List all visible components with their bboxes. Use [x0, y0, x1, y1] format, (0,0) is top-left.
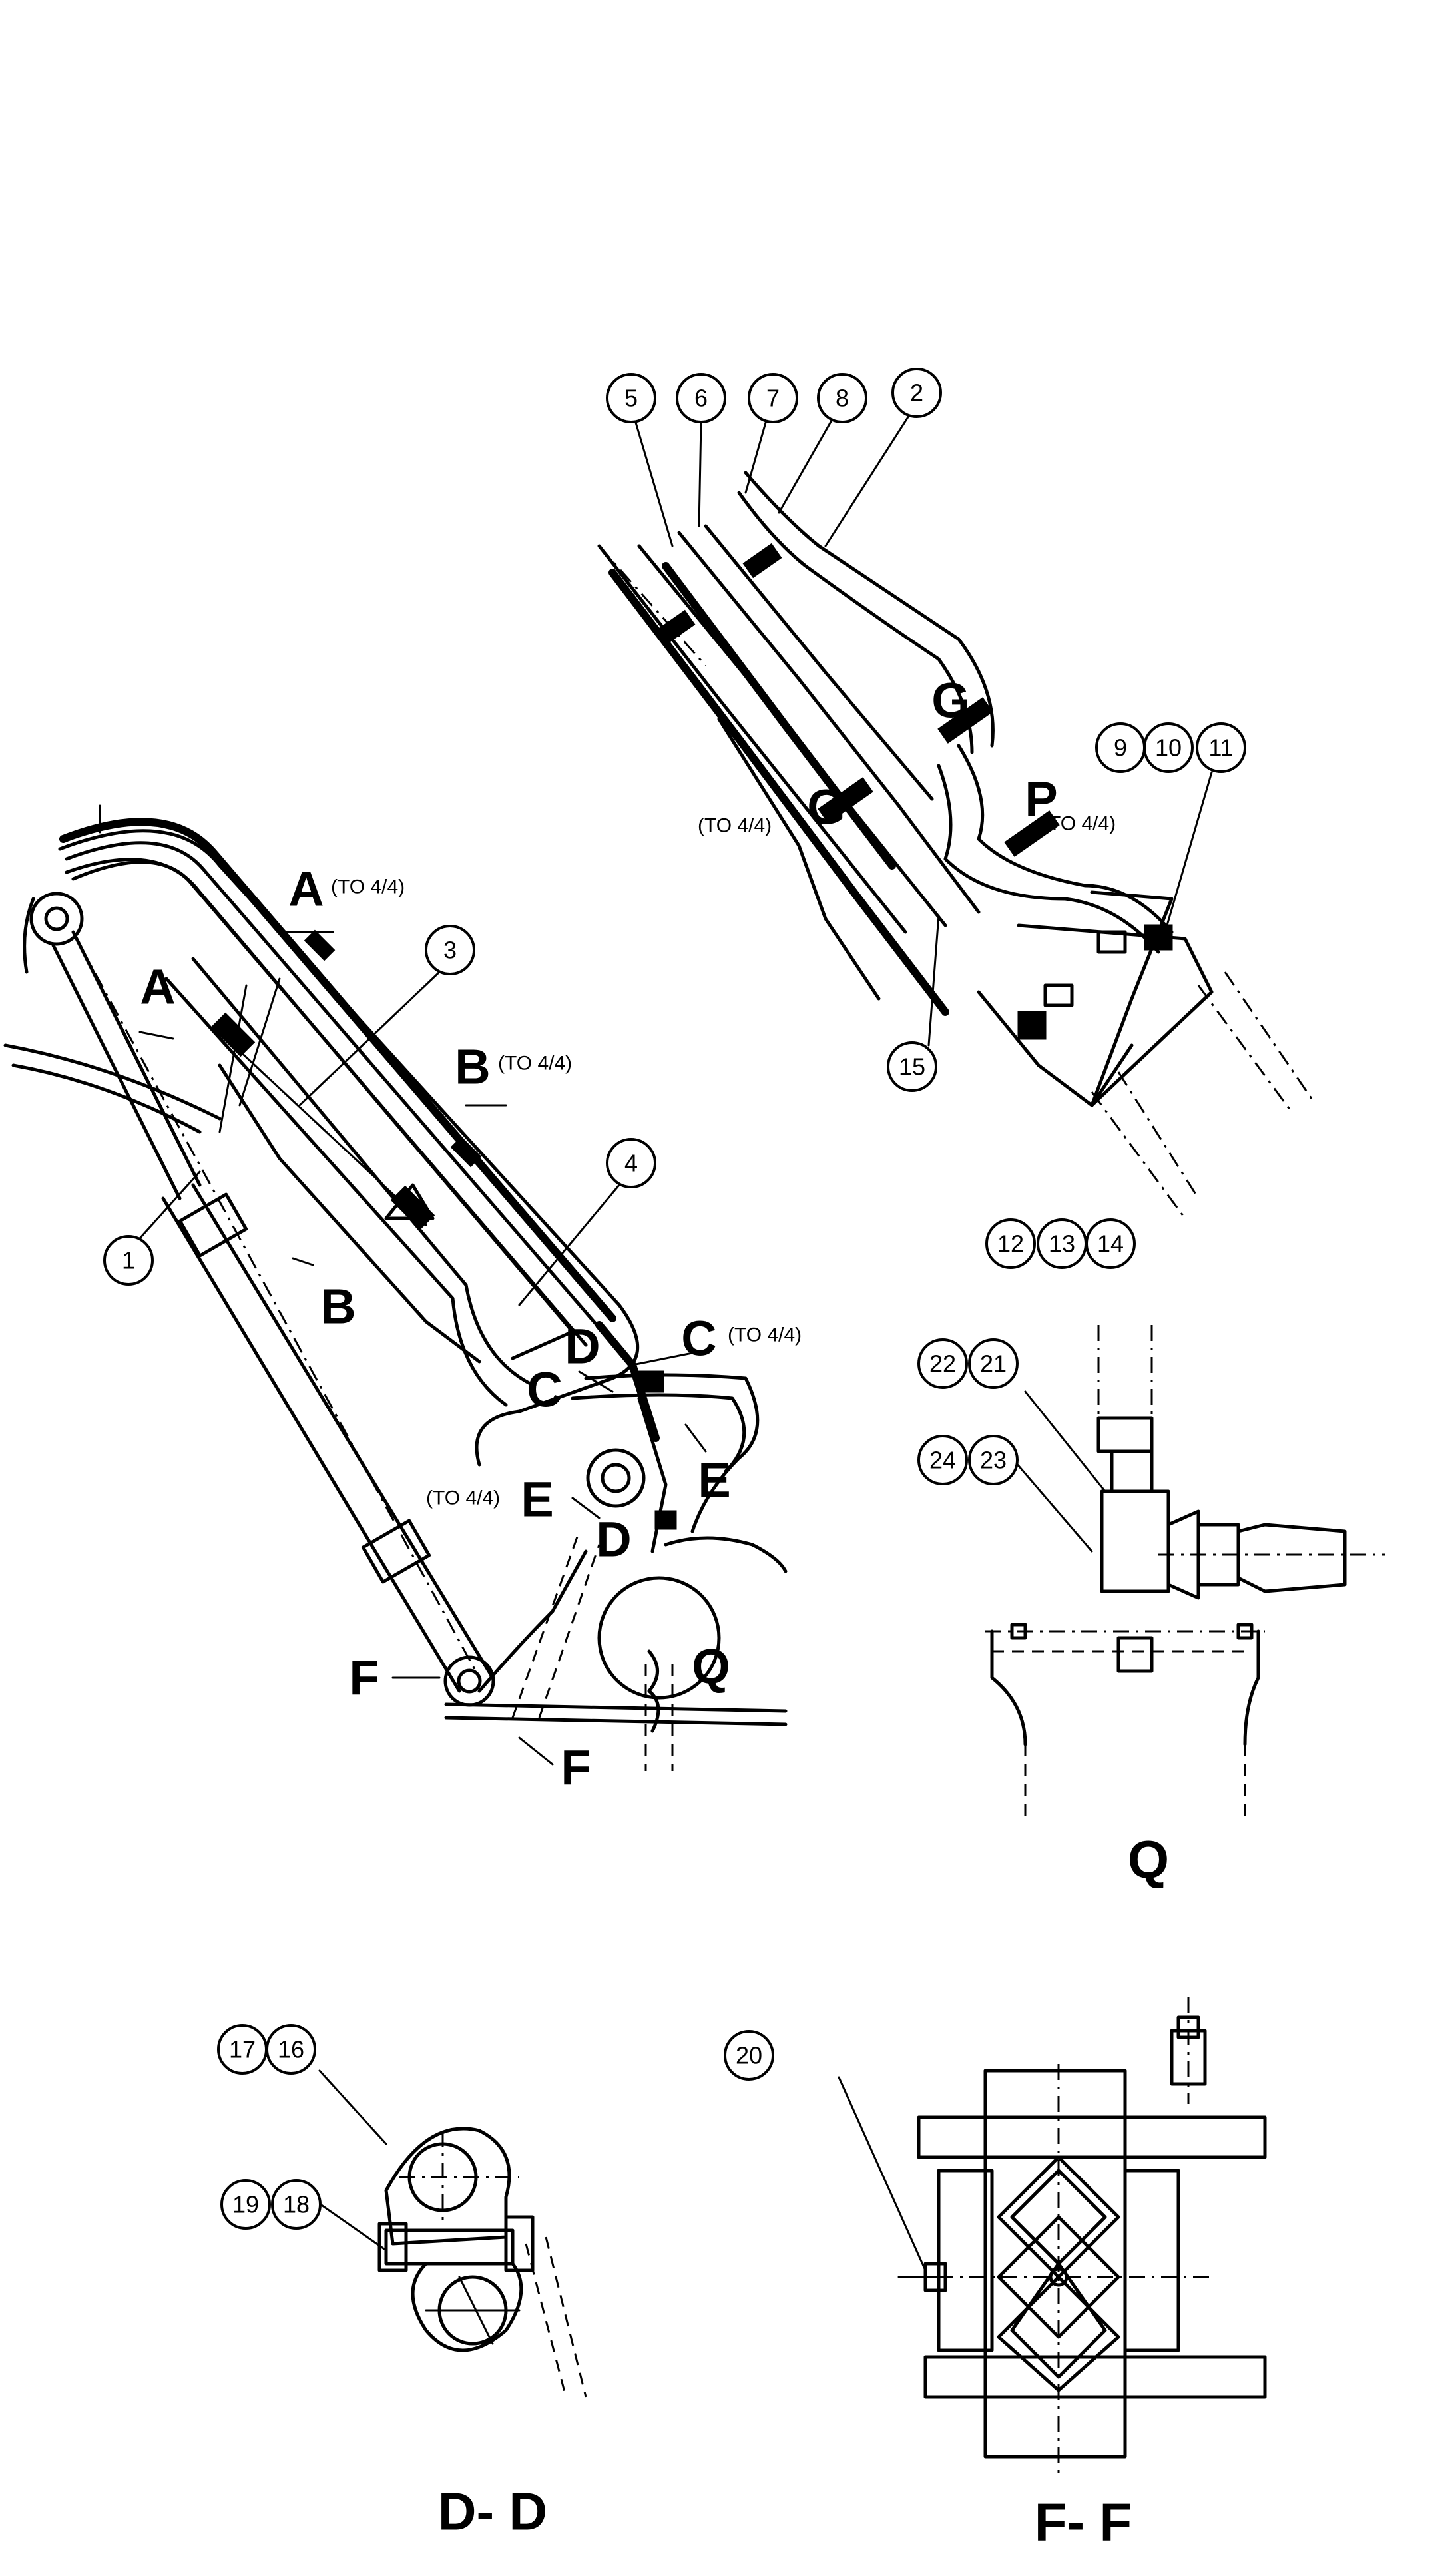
section-label-e-left: E	[521, 1472, 553, 1527]
balloon-6: 6	[676, 373, 726, 423]
svg-text:12: 12	[997, 1230, 1024, 1258]
balloon-24: 24	[917, 1435, 968, 1485]
balloon-1: 1	[103, 1235, 154, 1286]
section-dd-view	[318, 2069, 587, 2398]
balloon-8: 8	[817, 373, 867, 423]
balloon-14: 14	[1085, 1218, 1136, 1269]
svg-text:23: 23	[980, 1447, 1007, 1474]
svg-text:8: 8	[836, 385, 849, 412]
detail-q-view	[985, 1325, 1385, 1824]
balloon-18: 18	[271, 2179, 322, 2230]
section-label-f-left: F	[349, 1651, 379, 1706]
svg-text:22: 22	[929, 1350, 956, 1378]
balloon-21: 21	[968, 1338, 1019, 1389]
svg-text:2: 2	[910, 380, 923, 407]
section-label-d-top: D	[565, 1319, 600, 1374]
balloon-5: 5	[606, 373, 656, 423]
section-label-g-top: G	[931, 673, 970, 728]
section-label-e-right: E	[698, 1453, 730, 1508]
sheet-ref-b: (TO 4/4)	[498, 1053, 572, 1075]
balloon-9: 9	[1095, 722, 1146, 773]
svg-text:5: 5	[624, 385, 638, 412]
balloon-23: 23	[968, 1435, 1019, 1485]
svg-text:9: 9	[1114, 734, 1127, 762]
balloon-22: 22	[917, 1338, 968, 1389]
svg-text:13: 13	[1049, 1230, 1075, 1258]
section-label-c-left: C	[527, 1362, 562, 1417]
svg-text:15: 15	[899, 1053, 925, 1081]
balloon-7: 7	[748, 373, 798, 423]
balloon-16: 16	[266, 2024, 316, 2075]
section-label-d-bottom: D	[596, 1512, 631, 1567]
section-label-b-bottom: B	[320, 1279, 356, 1334]
svg-text:14: 14	[1097, 1230, 1124, 1258]
view-title-dd: D- D	[438, 2482, 547, 2541]
boom-assembly-view	[3, 804, 788, 1771]
detail-label-q: Q	[692, 1639, 730, 1694]
balloon-17: 17	[217, 2024, 268, 2075]
balloon-13: 13	[1037, 1218, 1087, 1269]
balloon-12: 12	[985, 1218, 1036, 1269]
svg-text:21: 21	[980, 1350, 1007, 1378]
view-label-p: P	[1025, 772, 1057, 827]
section-label-a-left: A	[140, 959, 175, 1015]
balloon-11: 11	[1196, 722, 1246, 773]
svg-text:1: 1	[122, 1247, 135, 1274]
svg-text:17: 17	[229, 2036, 256, 2063]
section-label-c-right: C	[681, 1311, 716, 1366]
view-title-ff: F- F	[1035, 2493, 1132, 2552]
svg-text:20: 20	[736, 2042, 762, 2069]
sheet-ref-p: (TO 4/4)	[1042, 813, 1116, 835]
view-title-q: Q	[1128, 1830, 1169, 1890]
svg-text:24: 24	[929, 1447, 956, 1474]
balloon-15: 15	[887, 1041, 937, 1092]
section-ff-view	[838, 1997, 1267, 2477]
section-label-b-top: B	[455, 1039, 490, 1095]
balloon-20: 20	[724, 2030, 774, 2081]
sheet-ref-c: (TO 4/4)	[728, 1324, 802, 1346]
balloon-2: 2	[891, 368, 942, 418]
balloon-19: 19	[220, 2179, 271, 2230]
balloon-4: 4	[606, 1138, 656, 1188]
svg-text:19: 19	[232, 2191, 259, 2218]
balloon-10: 10	[1143, 722, 1194, 773]
svg-text:3: 3	[443, 937, 457, 964]
svg-text:10: 10	[1155, 734, 1182, 762]
svg-text:6: 6	[694, 385, 708, 412]
sheet-ref-g: (TO 4/4)	[698, 815, 772, 837]
section-label-g-left: G	[807, 780, 846, 835]
svg-text:16: 16	[278, 2036, 304, 2063]
svg-text:18: 18	[283, 2191, 310, 2218]
section-label-f-bottom: F	[561, 1740, 591, 1796]
balloon-3: 3	[425, 925, 475, 975]
svg-text:4: 4	[624, 1150, 638, 1177]
section-label-a-top: A	[288, 862, 324, 917]
sheet-ref-a: (TO 4/4)	[331, 876, 405, 898]
sheet-ref-e: (TO 4/4)	[426, 1487, 500, 1509]
svg-text:11: 11	[1208, 734, 1233, 762]
arm-piping-view	[597, 471, 1313, 1219]
svg-text:7: 7	[766, 385, 780, 412]
